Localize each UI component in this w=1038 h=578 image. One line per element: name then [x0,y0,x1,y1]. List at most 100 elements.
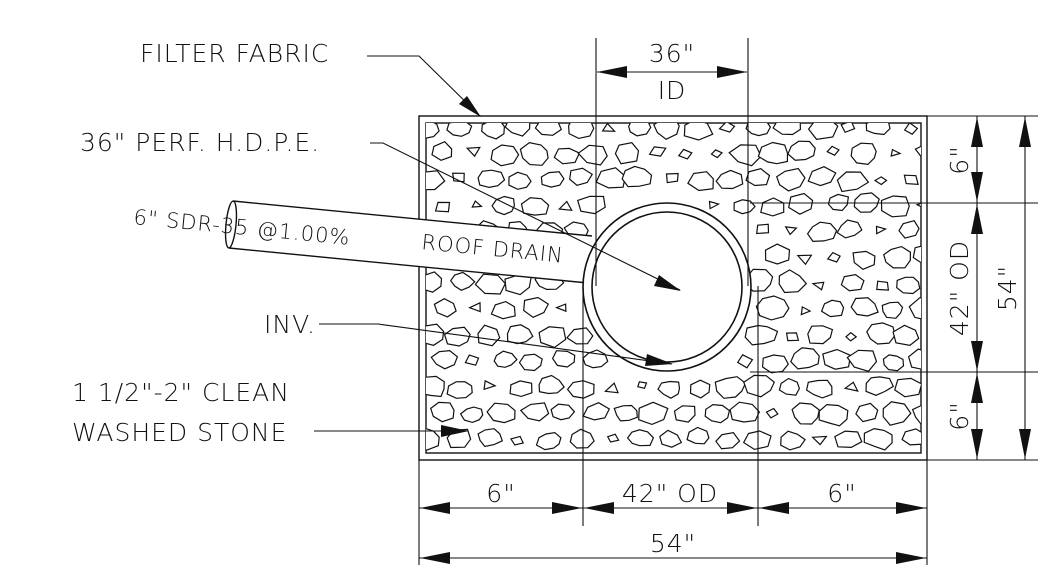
stone [657,380,681,399]
stone [628,123,652,137]
stone [621,165,653,188]
dimension-labels: 36" ID 6" 42" OD 6" 54" 6" 42" OD 6" 54" [486,39,1022,558]
stone [446,123,473,137]
stone [865,123,891,136]
stone [477,428,504,448]
filter-fabric-arrowhead [459,96,481,117]
stone [490,300,516,320]
stone [665,172,679,184]
trench-outer-boundary [418,115,928,461]
stone [980,253,991,261]
stone [882,354,905,372]
stone [534,123,563,136]
stone [465,146,481,158]
stone [518,353,543,372]
stone [553,147,581,165]
stone [892,324,920,347]
stone [743,374,776,398]
stone [582,402,611,421]
stone [942,354,966,370]
stone [761,354,790,374]
stone [836,171,870,193]
stone [566,380,595,399]
stone [744,324,779,346]
stone [446,381,473,399]
stone [843,381,859,392]
stone [566,327,594,345]
stone [557,200,573,212]
stone [896,276,921,295]
stone [538,374,565,395]
stone [944,195,967,212]
stone [903,174,919,186]
stone [708,200,721,210]
stone [449,271,476,291]
stone-fill-pattern [426,123,991,451]
stone [613,404,638,422]
stone [554,303,567,313]
stone [443,326,471,347]
filter-fabric-label: FILTER FABRIC [140,39,329,68]
stone [882,245,912,269]
stone [638,401,669,426]
stone [550,403,576,421]
stone [433,298,457,318]
stone [775,167,806,192]
stone [673,405,696,423]
stone [836,219,863,239]
stone [915,202,921,208]
stone [595,167,626,189]
stone [756,223,770,235]
stone [491,195,516,216]
bottom-total-dim: 54" [650,529,696,558]
stone [937,224,952,235]
stone [714,376,747,399]
stone [715,432,741,450]
stone [935,384,948,392]
stone [806,221,838,243]
stone [686,426,710,445]
stone [477,324,501,347]
stone [790,347,820,370]
stone [811,281,825,291]
stone [787,140,816,161]
stone [784,226,798,236]
stone [483,379,497,391]
stone [468,301,481,313]
stone [822,348,852,370]
stone [901,428,921,446]
stone [508,171,532,190]
stone [606,433,620,443]
stone [504,123,531,137]
right-top-dim: 6" [945,145,974,174]
stone [745,168,771,187]
stone [807,123,839,140]
stone [745,123,772,137]
stone [506,324,534,345]
stone [474,273,507,295]
stone [780,430,806,451]
inv-arrowhead [645,354,673,366]
stone [504,274,532,296]
stone [540,171,565,188]
stone [903,123,919,135]
dimension-arrowheads [420,66,1031,564]
stone [778,269,808,294]
bottom-right-dim: 6" [827,479,856,508]
stone [866,322,896,345]
stone [569,428,595,449]
stone [430,349,459,370]
roof-drain-pipe [224,200,593,284]
stone [426,428,440,451]
stone [850,297,879,317]
stone [764,243,791,265]
stone [626,429,655,447]
stone [486,402,516,424]
stone [760,197,785,217]
annotation-labels: FILTER FABRIC 36" PERF. H.D.P.E. 6" SDR-… [72,39,565,447]
stone [820,299,845,318]
stone [426,323,445,346]
stone [755,295,790,321]
stone [898,220,920,239]
